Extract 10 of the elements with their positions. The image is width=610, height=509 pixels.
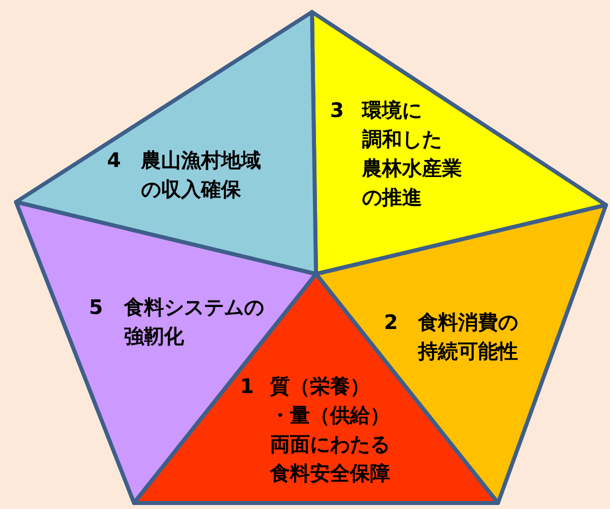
segment-label: 食料システムの強靭化 [124,294,264,350]
segment-number: 4 [107,147,121,174]
segment-number: 3 [330,97,344,124]
segment-number: 1 [240,373,254,400]
segment-label: 質（栄養）・量（供給）両面にわたる食料安全保障 [270,373,390,487]
segment-number: 2 [384,309,398,336]
segment-label: 食料消費の持続可能性 [418,309,518,365]
segment-label: 農山漁村地域の収入確保 [141,147,261,203]
segment-number: 5 [89,294,103,321]
segment-label: 環境に調和した農林水産業の推進 [362,97,462,211]
